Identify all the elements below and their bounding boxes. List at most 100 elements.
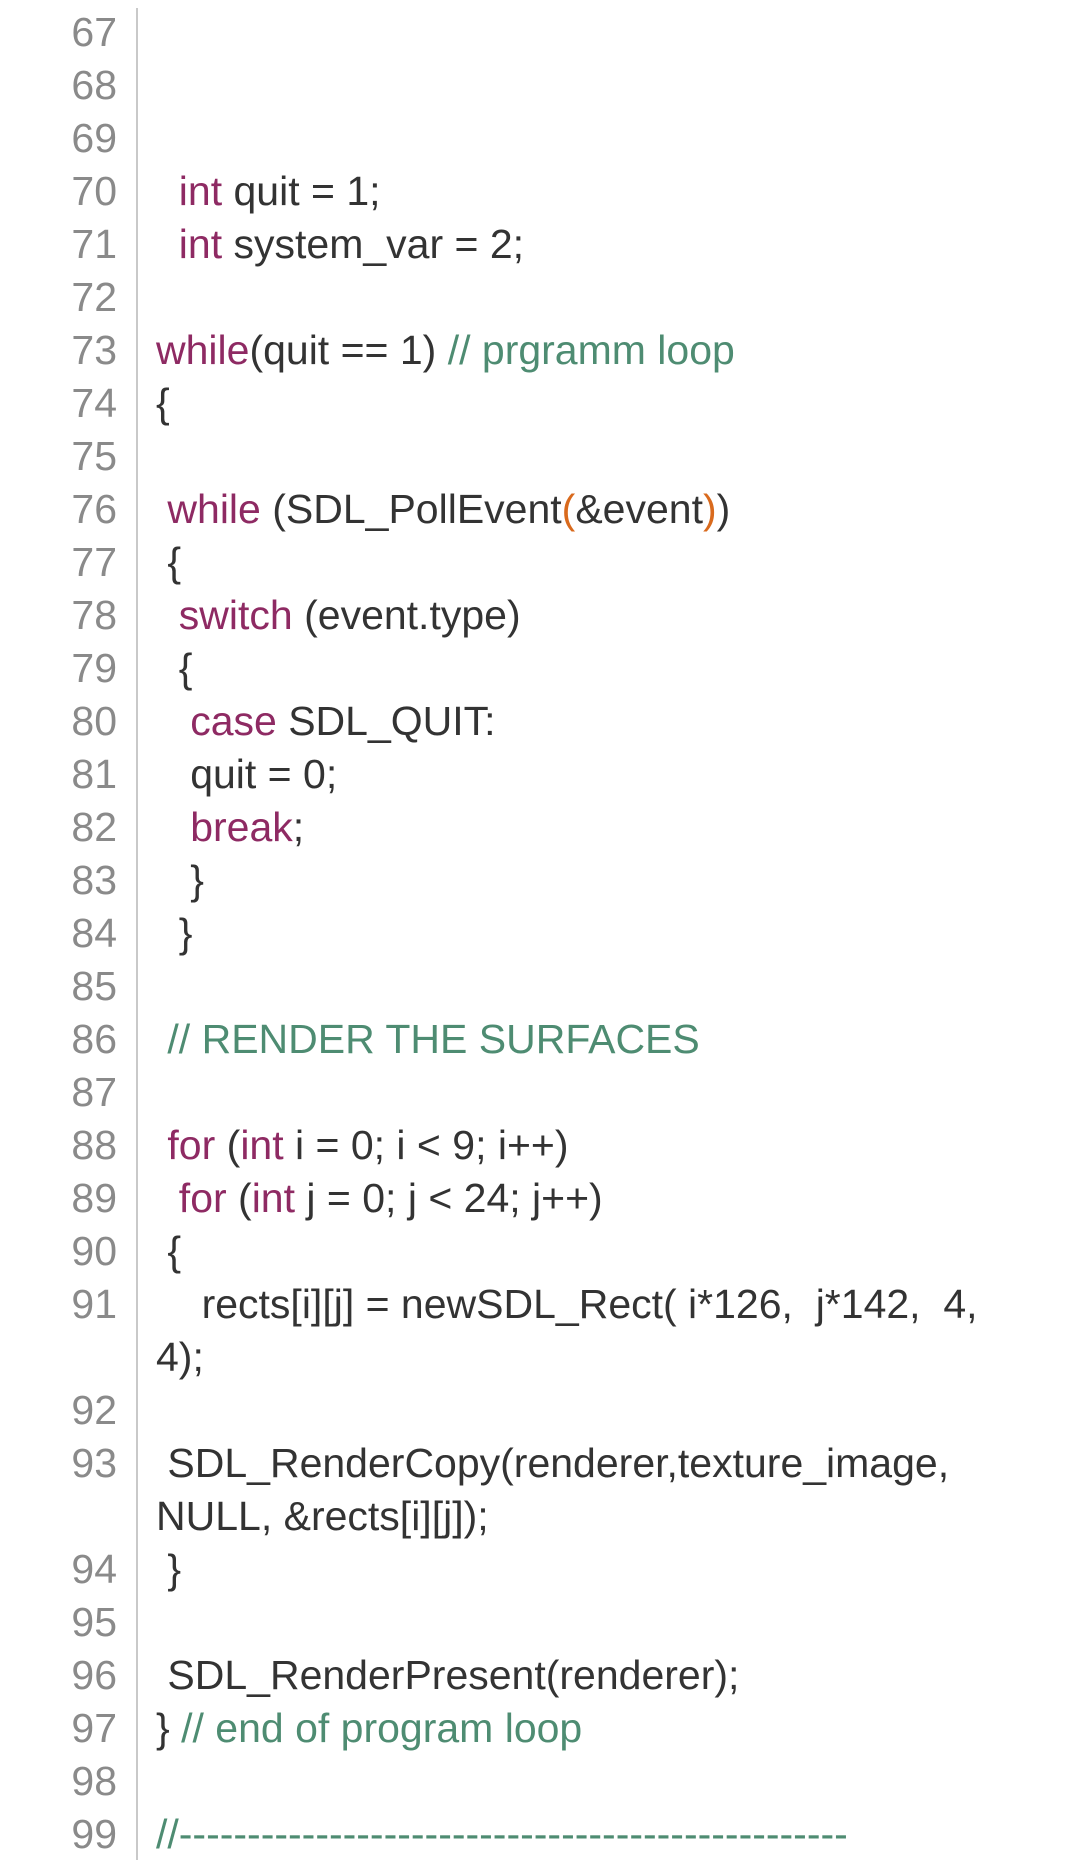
code-line: 96 SDL_RenderPresent(renderer); [0,1649,1068,1702]
code-token [156,168,179,214]
code-text[interactable]: { [156,642,1036,695]
code-token: (quit == 1) [249,327,448,373]
code-text[interactable]: // RENDER THE SURFACES [156,1013,1036,1066]
code-line: 95 [0,1596,1068,1649]
code-token [156,698,190,744]
code-token [156,592,179,638]
code-line: 80 case SDL_QUIT: [0,695,1068,748]
keyword-token: int [251,1175,296,1221]
line-number: 92 [71,1387,117,1433]
keyword-token: int [178,168,223,214]
code-token: ( [226,1175,252,1221]
line-number: 74 [71,380,117,426]
keyword-token: int [240,1122,284,1168]
code-text[interactable]: } // end of program loop [156,1702,1036,1755]
code-line: 77 { [0,536,1068,589]
code-token: quit = 0; [156,751,338,797]
code-token [156,804,190,850]
line-number: 68 [71,62,117,108]
line-number: 76 [71,486,117,532]
code-line: 67 [0,6,1068,59]
line-number: 87 [71,1069,117,1115]
code-text[interactable]: //--------------------------------------… [156,1808,1036,1861]
code-token: system_var = 2; [222,221,525,267]
keyword-token: switch [178,592,293,638]
line-number: 91 [71,1281,117,1327]
comment-token: // end of program loop [181,1705,583,1751]
line-number: 70 [71,168,117,214]
code-line: 78 switch (event.type) [0,589,1068,642]
code-token: rects[i][j] = newSDL_Rect( i*126, j*142,… [156,1281,989,1380]
keyword-token: int [178,221,223,267]
code-line: 92 [0,1384,1068,1437]
code-text[interactable]: case SDL_QUIT: [156,695,1036,748]
keyword-token: for [178,1175,227,1221]
code-line: 87 [0,1066,1068,1119]
code-text[interactable]: int quit = 1; [156,165,1036,218]
code-line: 91 rects[i][j] = newSDL_Rect( i*126, j*1… [0,1278,1068,1384]
code-token [156,486,167,532]
keyword-token: case [190,698,277,744]
code-line: 85 [0,960,1068,1013]
line-number: 97 [71,1705,117,1751]
code-text[interactable]: } [156,854,1036,907]
code-token: (event.type) [292,592,521,638]
code-token: { [156,539,182,585]
code-text[interactable]: SDL_RenderCopy(renderer,texture_image, N… [156,1437,1036,1543]
code-text[interactable]: switch (event.type) [156,589,1036,642]
line-number: 89 [71,1175,117,1221]
code-text[interactable]: } [156,907,1036,960]
code-text[interactable]: rects[i][j] = newSDL_Rect( i*126, j*142,… [156,1278,1036,1384]
code-token: { [156,380,170,426]
line-number: 88 [71,1122,117,1168]
code-text[interactable]: for (int i = 0; i < 9; i++) [156,1119,1036,1172]
code-token [156,1175,179,1221]
code-line: 94 } [0,1543,1068,1596]
code-token: SDL_RenderCopy(renderer,texture_image, N… [156,1440,961,1539]
line-number: 85 [71,963,117,1009]
code-token: ( [215,1122,241,1168]
line-number: 79 [71,645,117,691]
code-line: 72 [0,271,1068,324]
paren-token: ( [561,486,576,532]
code-text[interactable]: int system_var = 2; [156,218,1036,271]
code-token: } [156,1705,182,1751]
line-number: 69 [71,115,117,161]
code-token: } [156,910,193,956]
code-text[interactable]: SDL_RenderPresent(renderer); [156,1649,1036,1702]
code-text[interactable]: { [156,536,1036,589]
line-number: 98 [71,1758,117,1804]
line-number: 90 [71,1228,117,1274]
code-text[interactable]: break; [156,801,1036,854]
code-line: 69 [0,112,1068,165]
code-line: 76 while (SDL_PollEvent(&event)) [0,483,1068,536]
code-line: 89 for (int j = 0; j < 24; j++) [0,1172,1068,1225]
code-line: 93 SDL_RenderCopy(renderer,texture_image… [0,1437,1068,1543]
code-line: 97} // end of program loop [0,1702,1068,1755]
code-token: } [156,857,204,903]
code-line: 71 int system_var = 2; [0,218,1068,271]
code-token: SDL_RenderPresent(renderer); [156,1652,740,1698]
comment-token: //--------------------------------------… [156,1811,848,1857]
code-token: j = 0; j < 24; j++) [295,1175,603,1221]
line-number: 83 [71,857,117,903]
gutter-divider [136,8,138,1860]
code-text[interactable]: { [156,1225,1036,1278]
code-text[interactable]: while (SDL_PollEvent(&event)) [156,483,1036,536]
line-number: 82 [71,804,117,850]
code-line: 84 } [0,907,1068,960]
line-number: 95 [71,1599,117,1645]
keyword-token: while [167,486,261,532]
code-text[interactable]: quit = 0; [156,748,1036,801]
code-line: 83 } [0,854,1068,907]
code-line: 86 // RENDER THE SURFACES [0,1013,1068,1066]
code-text[interactable]: while(quit == 1) // prgramm loop [156,324,1036,377]
code-text[interactable]: for (int j = 0; j < 24; j++) [156,1172,1036,1225]
code-token: i = 0; i < 9; i++) [283,1122,569,1168]
code-text[interactable]: } [156,1543,1036,1596]
code-token: quit = 1; [222,168,381,214]
code-text[interactable]: { [156,377,1036,430]
